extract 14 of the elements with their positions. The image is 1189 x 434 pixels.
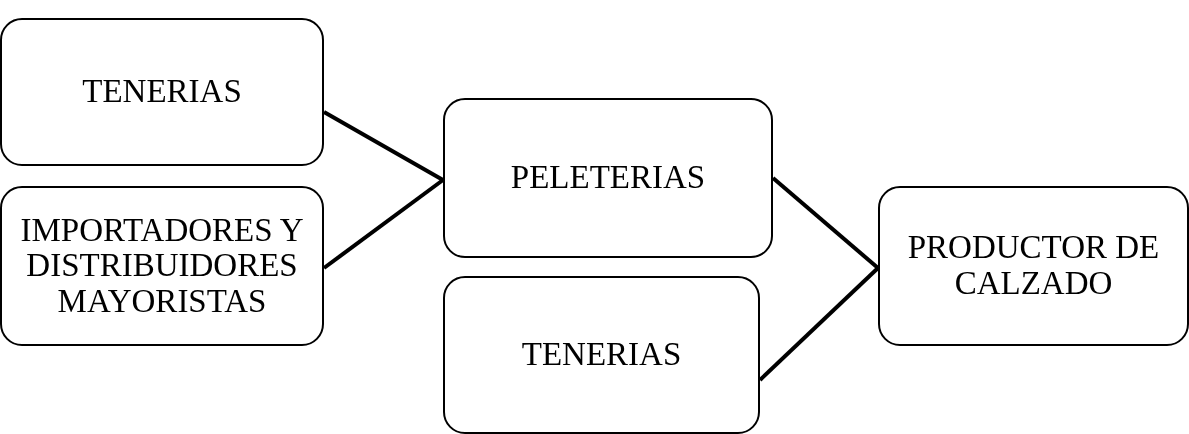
box-label: PRODUCTOR DE CALZADO (906, 230, 1161, 302)
box-label: TENERIAS (521, 337, 682, 373)
box-label: IMPORTADORES Y DISTRIBUIDORES MAYORISTAS (19, 212, 305, 320)
connector-line (758, 266, 880, 382)
connector-line (322, 178, 445, 270)
box-label: TENERIAS (82, 74, 242, 110)
process-box (0, 18, 324, 166)
box-label: PELETERIAS (510, 160, 706, 196)
connector-line (771, 176, 880, 270)
process-box (443, 276, 760, 434)
process-box (443, 98, 773, 258)
connector-line (323, 110, 444, 182)
process-box (0, 186, 324, 346)
process-box (878, 186, 1189, 346)
